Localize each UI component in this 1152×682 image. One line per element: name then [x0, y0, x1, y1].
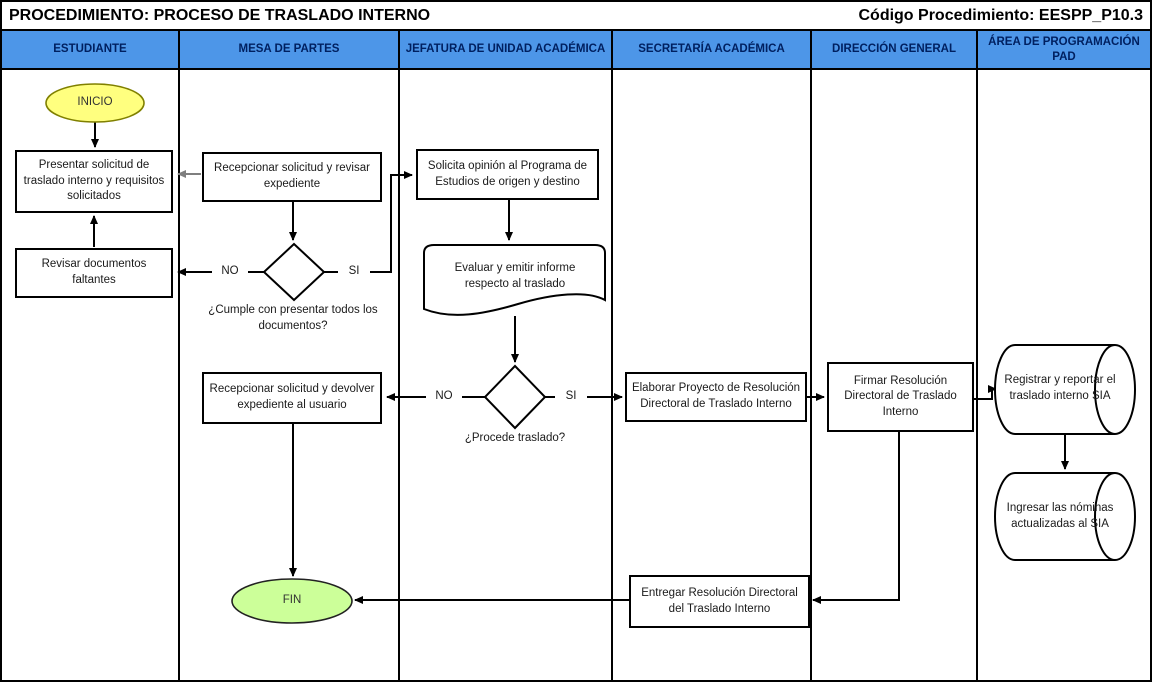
node-revisar-documentos: Revisar documentos faltantes	[15, 248, 173, 298]
label-fin: FIN	[282, 594, 302, 607]
label-ingresar-nominas: Ingresar las nóminas actualizadas al SIA	[1006, 502, 1114, 530]
procedure-title: PROCEDIMIENTO: PROCESO DE TRASLADO INTER…	[9, 6, 431, 24]
branch-label-cumple-si: SI	[338, 264, 370, 280]
branch-label-procede-no: NO	[426, 389, 462, 405]
node-recepcionar-devolver: Recepcionar solicitud y devolver expedie…	[202, 372, 382, 424]
procedure-code: Código Procedimiento: EESPP_P10.3	[858, 6, 1143, 24]
label-evaluar-informe: Evaluar y emitir informe respecto al tra…	[454, 262, 576, 290]
node-entregar-resolucion: Entregar Resolución Directoral del Trasl…	[629, 575, 810, 628]
label-registrar-reportar: Registrar y reportar el traslado interno…	[1004, 374, 1116, 402]
lane-jefatura-unidad-academica: JEFATURA DE UNIDAD ACADÉMICA	[400, 31, 613, 680]
title-bar: PROCEDIMIENTO: PROCESO DE TRASLADO INTER…	[2, 2, 1150, 31]
node-presentar-solicitud: Presentar solicitud de traslado interno …	[15, 150, 173, 213]
node-firmar-resolucion: Firmar Resolución Directoral de Traslado…	[827, 362, 974, 432]
lane-header-jefatura: JEFATURA DE UNIDAD ACADÉMICA	[400, 31, 611, 70]
lane-header-mesa-de-partes: MESA DE PARTES	[180, 31, 398, 70]
node-elaborar-proyecto: Elaborar Proyecto de Resolución Director…	[625, 372, 807, 422]
decision-procede-question: ¿Procede traslado?	[464, 432, 566, 445]
lane-estudiante: ESTUDIANTE	[2, 31, 180, 680]
decision-cumple-question: ¿Cumple con presentar todos los document…	[208, 304, 378, 332]
label-inicio: INICIO	[77, 96, 113, 109]
lane-direccion-general: DIRECCIÓN GENERAL	[812, 31, 978, 680]
lane-secretaria-academica: SECRETARÍA ACADÉMICA	[613, 31, 812, 680]
lane-header-estudiante: ESTUDIANTE	[2, 31, 178, 70]
lane-area-programacion-pad: ÁREA DE PROGRAMACIÓN PAD	[978, 31, 1150, 680]
lane-mesa-de-partes: MESA DE PARTES	[180, 31, 400, 680]
lane-header-area-pad: ÁREA DE PROGRAMACIÓN PAD	[978, 31, 1150, 70]
lane-header-secretaria: SECRETARÍA ACADÉMICA	[613, 31, 810, 70]
branch-label-cumple-no: NO	[212, 264, 248, 280]
node-solicita-opinion: Solicita opinión al Programa de Estudios…	[416, 149, 599, 200]
node-recepcionar-revisar: Recepcionar solicitud y revisar expedien…	[202, 152, 382, 202]
lane-header-direccion: DIRECCIÓN GENERAL	[812, 31, 976, 70]
branch-label-procede-si: SI	[555, 389, 587, 405]
